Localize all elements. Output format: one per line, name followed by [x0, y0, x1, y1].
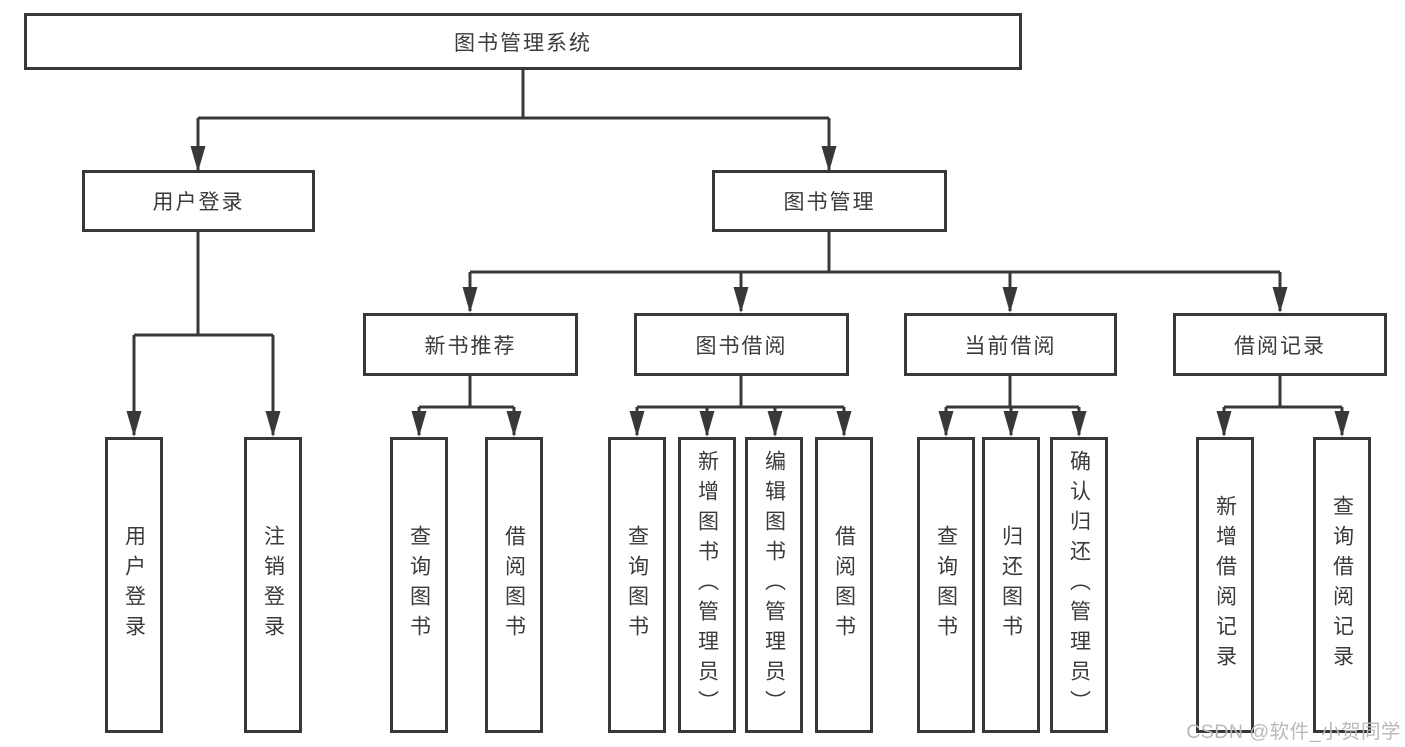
node-borrow-records: 借阅记录 [1173, 313, 1387, 376]
node-root: 图书管理系统 [24, 13, 1022, 70]
node-user-login-label: 用户登录 [152, 191, 245, 214]
node-current-borrow-label: 当前借阅 [964, 334, 1057, 358]
leaf-borrow-books-recommend-label: 借阅图书 [502, 525, 526, 645]
leaf-query-books-borrow: 查询图书 [608, 437, 666, 733]
leaf-add-book-admin-label: 新增图书（管理员） [695, 450, 719, 720]
leaf-user-login-label: 用户登录 [122, 525, 146, 645]
node-current-borrow: 当前借阅 [904, 313, 1117, 376]
leaf-query-borrow-record: 查询借阅记录 [1313, 437, 1371, 733]
node-book-management: 图书管理 [712, 170, 947, 232]
node-root-label: 图书管理系统 [454, 31, 592, 55]
node-user-login: 用户登录 [82, 170, 315, 232]
leaf-query-books-recommend-label: 查询图书 [407, 525, 431, 645]
leaf-edit-book-admin: 编辑图书（管理员） [745, 437, 803, 733]
leaf-edit-book-admin-label: 编辑图书（管理员） [762, 450, 786, 720]
leaf-add-borrow-record-label: 新增借阅记录 [1213, 495, 1237, 675]
leaf-return-book: 归还图书 [982, 437, 1040, 733]
leaf-logout-label: 注销登录 [261, 525, 285, 645]
leaf-query-books-borrow-label: 查询图书 [625, 525, 649, 645]
leaf-query-books-recommend: 查询图书 [390, 437, 448, 733]
leaf-add-borrow-record: 新增借阅记录 [1196, 437, 1254, 733]
leaf-add-book-admin: 新增图书（管理员） [678, 437, 736, 733]
leaf-borrow-books-label: 借阅图书 [832, 525, 856, 645]
leaf-query-borrow-record-label: 查询借阅记录 [1330, 495, 1354, 675]
leaf-confirm-return-admin-label: 确认归还（管理员） [1067, 450, 1091, 720]
node-book-borrow: 图书借阅 [634, 313, 849, 376]
leaf-borrow-books-recommend: 借阅图书 [485, 437, 543, 733]
node-new-book-recommend: 新书推荐 [363, 313, 578, 376]
leaf-query-books-current: 查询图书 [917, 437, 975, 733]
leaf-logout: 注销登录 [244, 437, 302, 733]
leaf-query-books-current-label: 查询图书 [934, 525, 958, 645]
leaf-user-login: 用户登录 [105, 437, 163, 733]
leaf-borrow-books: 借阅图书 [815, 437, 873, 733]
leaf-return-book-label: 归还图书 [999, 525, 1023, 645]
node-new-book-recommend-label: 新书推荐 [424, 334, 517, 358]
node-borrow-records-label: 借阅记录 [1234, 334, 1326, 358]
csdn-watermark: CSDN @软件_小贺同学 [1186, 721, 1401, 743]
leaf-confirm-return-admin: 确认归还（管理员） [1050, 437, 1108, 733]
node-book-management-label: 图书管理 [783, 191, 876, 214]
node-book-borrow-label: 图书借阅 [695, 334, 788, 358]
